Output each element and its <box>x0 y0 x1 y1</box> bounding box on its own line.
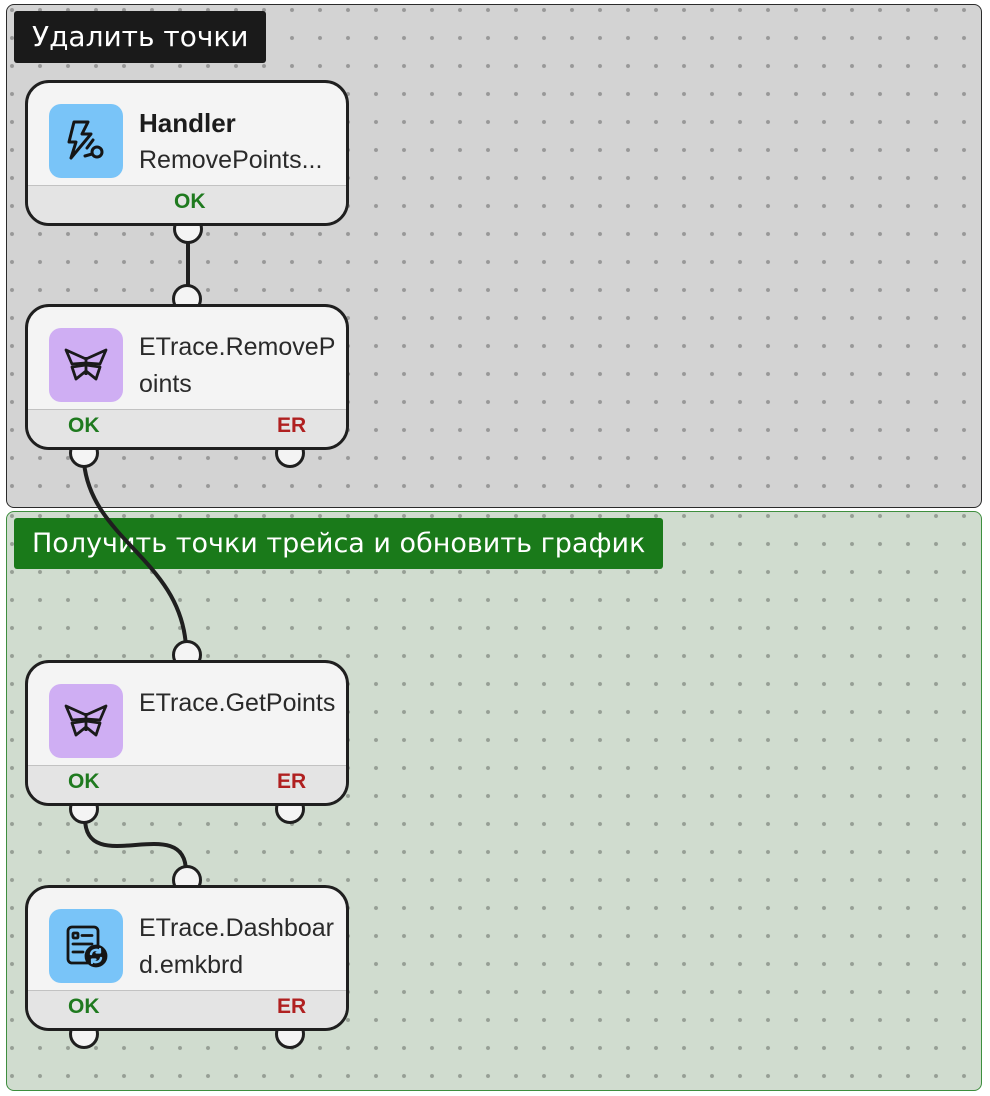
node-subtitle: RemovePoints... <box>139 146 323 174</box>
butterfly-icon <box>49 684 123 758</box>
node-handler[interactable]: Handler RemovePoints... OK <box>25 80 349 244</box>
node-title: ETrace.RemovePoints <box>139 333 336 398</box>
group-title: Получить точки трейса и обновить график <box>14 518 664 569</box>
port-er-label: ER <box>277 995 307 1018</box>
node-title: ETrace.GetPoints <box>139 689 336 717</box>
handler-icon <box>49 104 123 178</box>
butterfly-icon <box>49 328 123 402</box>
port-ok-label: OK <box>68 770 100 793</box>
node-footer: OK ER <box>28 409 346 447</box>
node-footer: OK ER <box>28 990 346 1028</box>
dashboard-refresh-icon <box>49 909 123 983</box>
port-ok-label: OK <box>174 190 206 213</box>
port-er-label: ER <box>277 414 307 437</box>
port-ok-label: OK <box>68 995 100 1018</box>
node-footer: OK <box>28 185 346 223</box>
node-etrace-dashboard[interactable]: ETrace.Dashboard.emkbrd OK ER <box>25 865 349 1049</box>
node-etrace-get-points[interactable]: ETrace.GetPoints OK ER <box>25 640 349 824</box>
node-etrace-remove-points[interactable]: ETrace.RemovePoints OK ER <box>25 284 349 468</box>
node-footer: OK ER <box>28 765 346 803</box>
port-er-label: ER <box>277 770 307 793</box>
node-title: ETrace.Dashboard.emkbrd <box>139 914 334 979</box>
node-label: Handler RemovePoints... <box>139 105 339 179</box>
port-ok-label: OK <box>68 414 100 437</box>
group-title: Удалить точки <box>14 11 267 63</box>
node-title: Handler <box>139 108 236 138</box>
